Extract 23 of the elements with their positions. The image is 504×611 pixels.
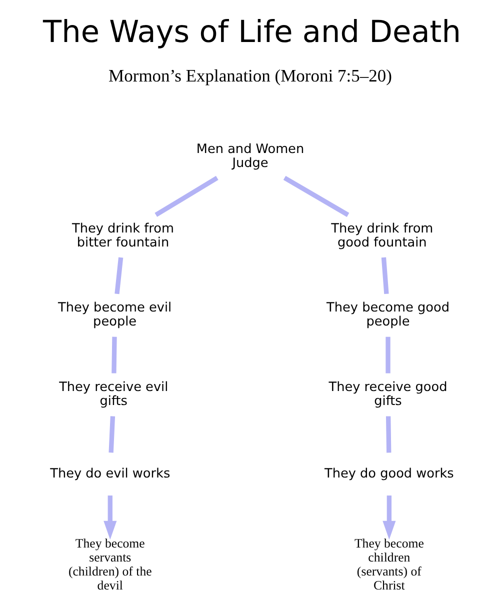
node-text: They do evil works bbox=[50, 466, 170, 482]
node-text: Men and Women Judge bbox=[196, 142, 304, 171]
connector bbox=[114, 257, 124, 294]
connector bbox=[381, 257, 389, 294]
node-text: They become children (servants) of Christ bbox=[354, 536, 424, 593]
node-text: They receive evil gifts bbox=[59, 380, 168, 410]
connector bbox=[283, 176, 350, 217]
node-text: They become servants (children) of the devil bbox=[68, 536, 152, 593]
node-text: They drink from bitter fountain bbox=[72, 221, 174, 250]
node-text: They receive good gifts bbox=[328, 380, 448, 410]
connector bbox=[154, 176, 218, 217]
arrow bbox=[104, 496, 117, 540]
node-text: They do good works bbox=[324, 466, 454, 482]
connector bbox=[386, 336, 390, 374]
connector bbox=[108, 416, 116, 453]
node-text: They become evil people bbox=[58, 300, 172, 330]
node-text: They become good people bbox=[326, 300, 450, 330]
node-text: They drink from good fountain bbox=[331, 221, 434, 250]
label: Mormon’s Explanation (Moroni 7:5–20) bbox=[108, 65, 392, 86]
diagram-title: The Ways of Life and Death bbox=[43, 14, 461, 50]
arrow bbox=[382, 496, 396, 540]
connector bbox=[386, 416, 392, 453]
connector bbox=[112, 336, 117, 374]
